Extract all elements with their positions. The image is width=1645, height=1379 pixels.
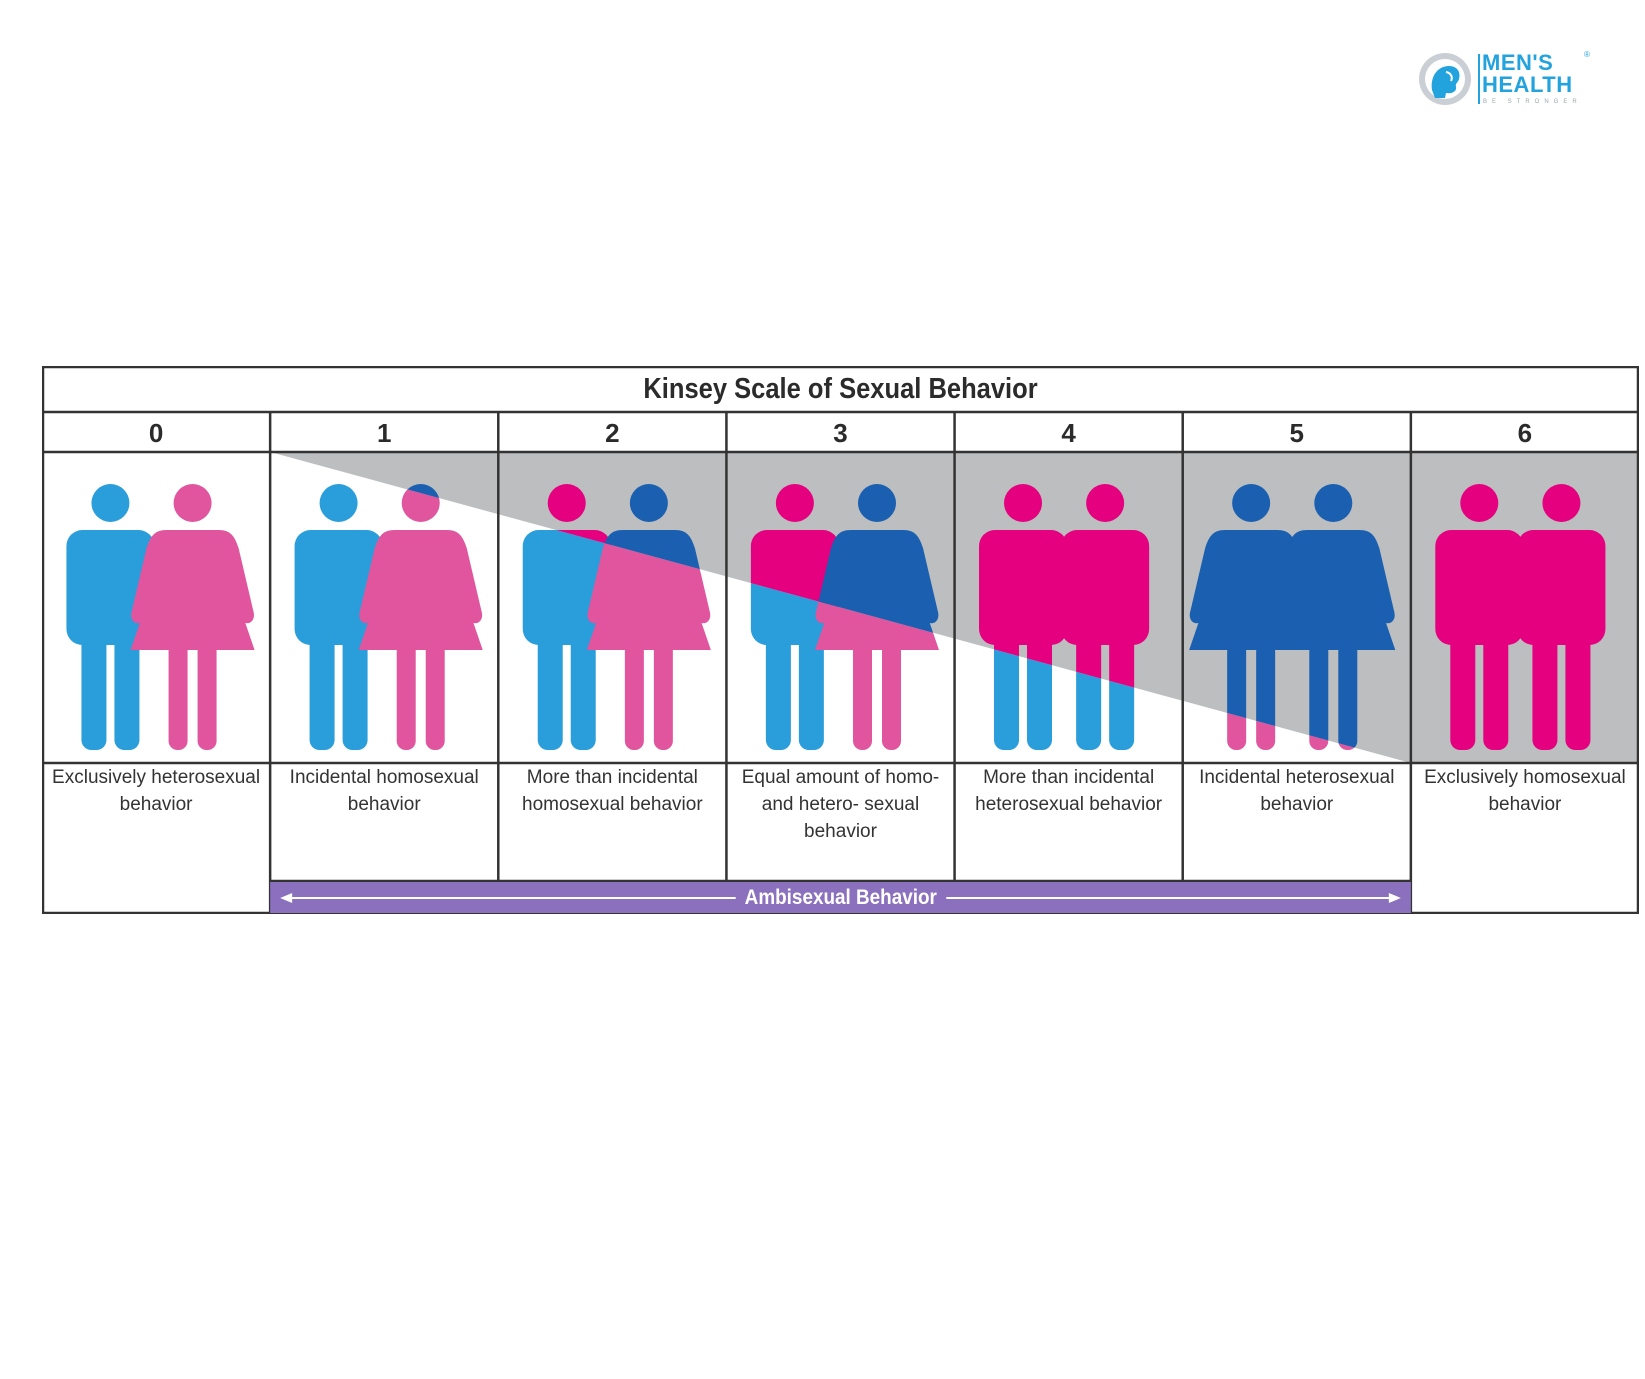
figure-pair-6 <box>1435 484 1606 750</box>
female-figure-icon <box>1271 484 1396 750</box>
scale-label-2: More than incidental homosexual behavior <box>522 767 703 815</box>
female-figure-icon <box>130 484 255 750</box>
male-figure-icon <box>979 484 1068 750</box>
female-figure-icon <box>815 484 940 750</box>
figure-pair-1 <box>294 484 483 750</box>
figure-pair-5 <box>1189 484 1396 750</box>
male-figure-icon <box>1435 484 1524 750</box>
figure-pair-4 <box>979 484 1150 750</box>
scale-number-4: 4 <box>1061 418 1076 448</box>
logo-wordmark: MEN'S HEALTH <box>1482 52 1573 96</box>
arrow-left-icon <box>280 893 293 903</box>
logo-tagline: BE STRONGER <box>1483 99 1582 105</box>
ambisexual-behavior-label: Ambisexual Behavior <box>271 884 1411 912</box>
figure-pair-2 <box>522 484 711 750</box>
scale-number-5: 5 <box>1289 418 1304 448</box>
logo-line2: HEALTH <box>1482 72 1573 97</box>
logo-line1: MEN'S <box>1482 50 1554 75</box>
scale-label-0: Exclusively heterosexual behavior <box>52 767 261 815</box>
arrow-right-icon <box>1388 893 1401 903</box>
scale-number-0: 0 <box>148 418 164 448</box>
scale-number-2: 2 <box>605 418 620 448</box>
scale-label-3: Equal amount of homo- and hetero- sexual… <box>741 767 940 842</box>
scale-number-1: 1 <box>376 418 392 448</box>
male-figure-icon <box>1061 484 1150 750</box>
scale-label-4: More than incidental heterosexual behavi… <box>975 767 1163 815</box>
athlete-head-icon <box>1419 53 1471 105</box>
male-figure-icon <box>1517 484 1606 750</box>
figure-pair-0 <box>66 484 255 750</box>
mens-health-logo[interactable]: MEN'S HEALTH ® BE STRONGER <box>1418 48 1590 110</box>
male-figure-icon <box>294 484 383 750</box>
scale-label-6: Exclusively homosexual behavior <box>1424 767 1626 815</box>
diagram-title: Kinsey Scale of Sexual Behavior <box>643 373 1038 405</box>
scale-label-1: Incidental homosexual behavior <box>289 767 479 815</box>
scale-number-6: 6 <box>1517 418 1533 448</box>
logo-divider <box>1478 54 1480 104</box>
female-figure-icon <box>586 484 711 750</box>
scale-number-3: 3 <box>833 418 848 448</box>
figure-pair-3 <box>750 484 940 750</box>
registered-mark: ® <box>1584 50 1590 59</box>
scale-label-5: Incidental heterosexual behavior <box>1199 767 1395 815</box>
female-figure-icon <box>358 484 483 750</box>
